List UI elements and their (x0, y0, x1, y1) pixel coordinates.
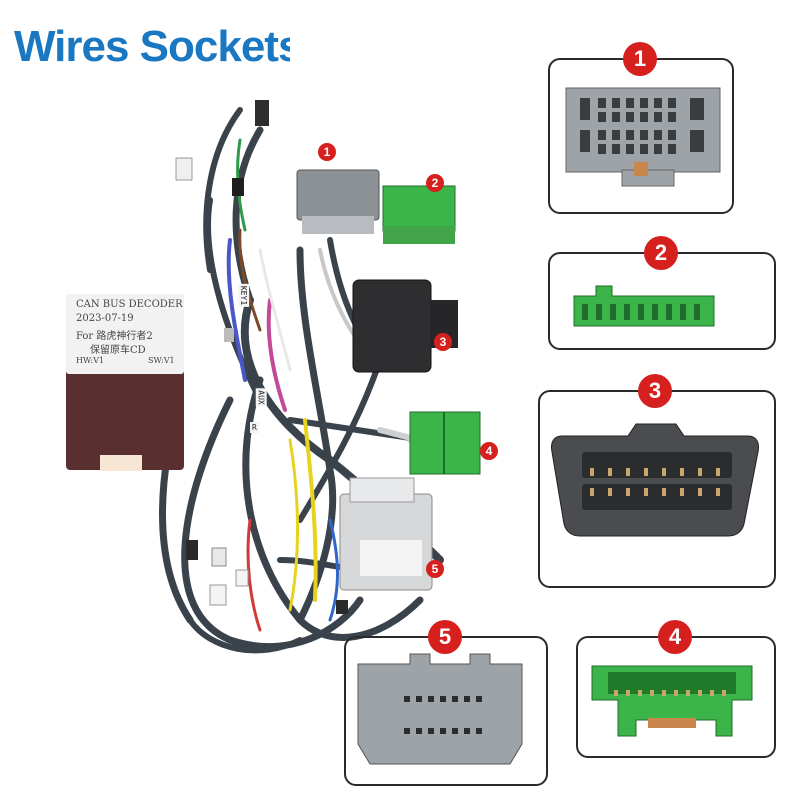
decoder-date: 2023-07-19 (76, 313, 134, 324)
wire-tag-aux: AUX (255, 388, 267, 407)
connector-1-panel: 1 (548, 42, 734, 214)
callout-2: 2 (426, 174, 444, 192)
connector-2-panel: 2 (548, 236, 776, 350)
decoder-sw: SW:V1 (148, 356, 175, 365)
decoder-vehicle: For 路虎神行者2 (76, 331, 153, 342)
decoder-title: CAN BUS DECODER (76, 299, 183, 310)
connector-2-badge: 2 (644, 236, 678, 270)
connector-4-badge: 4 (658, 620, 692, 654)
wire-tag-key: KEY1 (238, 283, 250, 308)
callout-5: 5 (426, 560, 444, 578)
connector-5-panel: 5 (344, 620, 548, 786)
connector-3-panel: 3 (538, 374, 776, 588)
callout-1: 1 (318, 143, 336, 161)
wire-tag-r: R (250, 422, 259, 433)
page-title: Wires Sockets (14, 22, 290, 71)
decoder-note: 保留原车CD (90, 345, 146, 356)
connector-5-badge: 5 (428, 620, 462, 654)
callout-3: 3 (434, 333, 452, 351)
connector-1-badge: 1 (623, 42, 657, 76)
connector-3-badge: 3 (638, 374, 672, 408)
callout-4: 4 (480, 442, 498, 460)
connector-4-panel: 4 (576, 620, 776, 758)
decoder-hw: HW:V1 (76, 356, 105, 365)
